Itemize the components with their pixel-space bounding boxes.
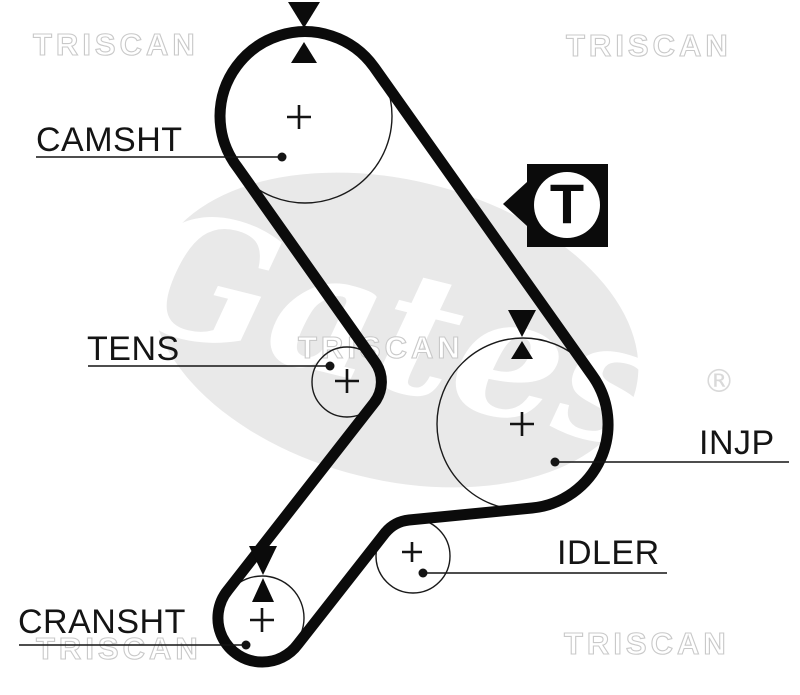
idler-label: IDLER bbox=[557, 534, 660, 572]
triscan-watermark-bottom-right: TRISCAN bbox=[563, 625, 730, 661]
crankshaft-label: CRANSHT bbox=[18, 603, 186, 641]
triscan-watermark-center: TRISCAN bbox=[297, 329, 464, 365]
camshaft-label: CAMSHT bbox=[36, 121, 183, 159]
triscan-watermark-top-left: TRISCAN bbox=[32, 26, 199, 62]
triscan-watermark-top-right: TRISCAN bbox=[565, 27, 732, 63]
tension-check-logo: T bbox=[503, 164, 609, 248]
tensioner-label: TENS bbox=[87, 330, 180, 368]
registered-trademark-symbol: ® bbox=[703, 362, 735, 400]
triscan-watermark-bottom-left: TRISCAN bbox=[35, 630, 202, 666]
tension-logo-arrow-left-icon bbox=[503, 182, 527, 226]
tension-logo-letter: T bbox=[549, 172, 585, 235]
injection-pump-label: INJP bbox=[699, 424, 775, 462]
tension-logo-circle: T bbox=[534, 172, 600, 238]
